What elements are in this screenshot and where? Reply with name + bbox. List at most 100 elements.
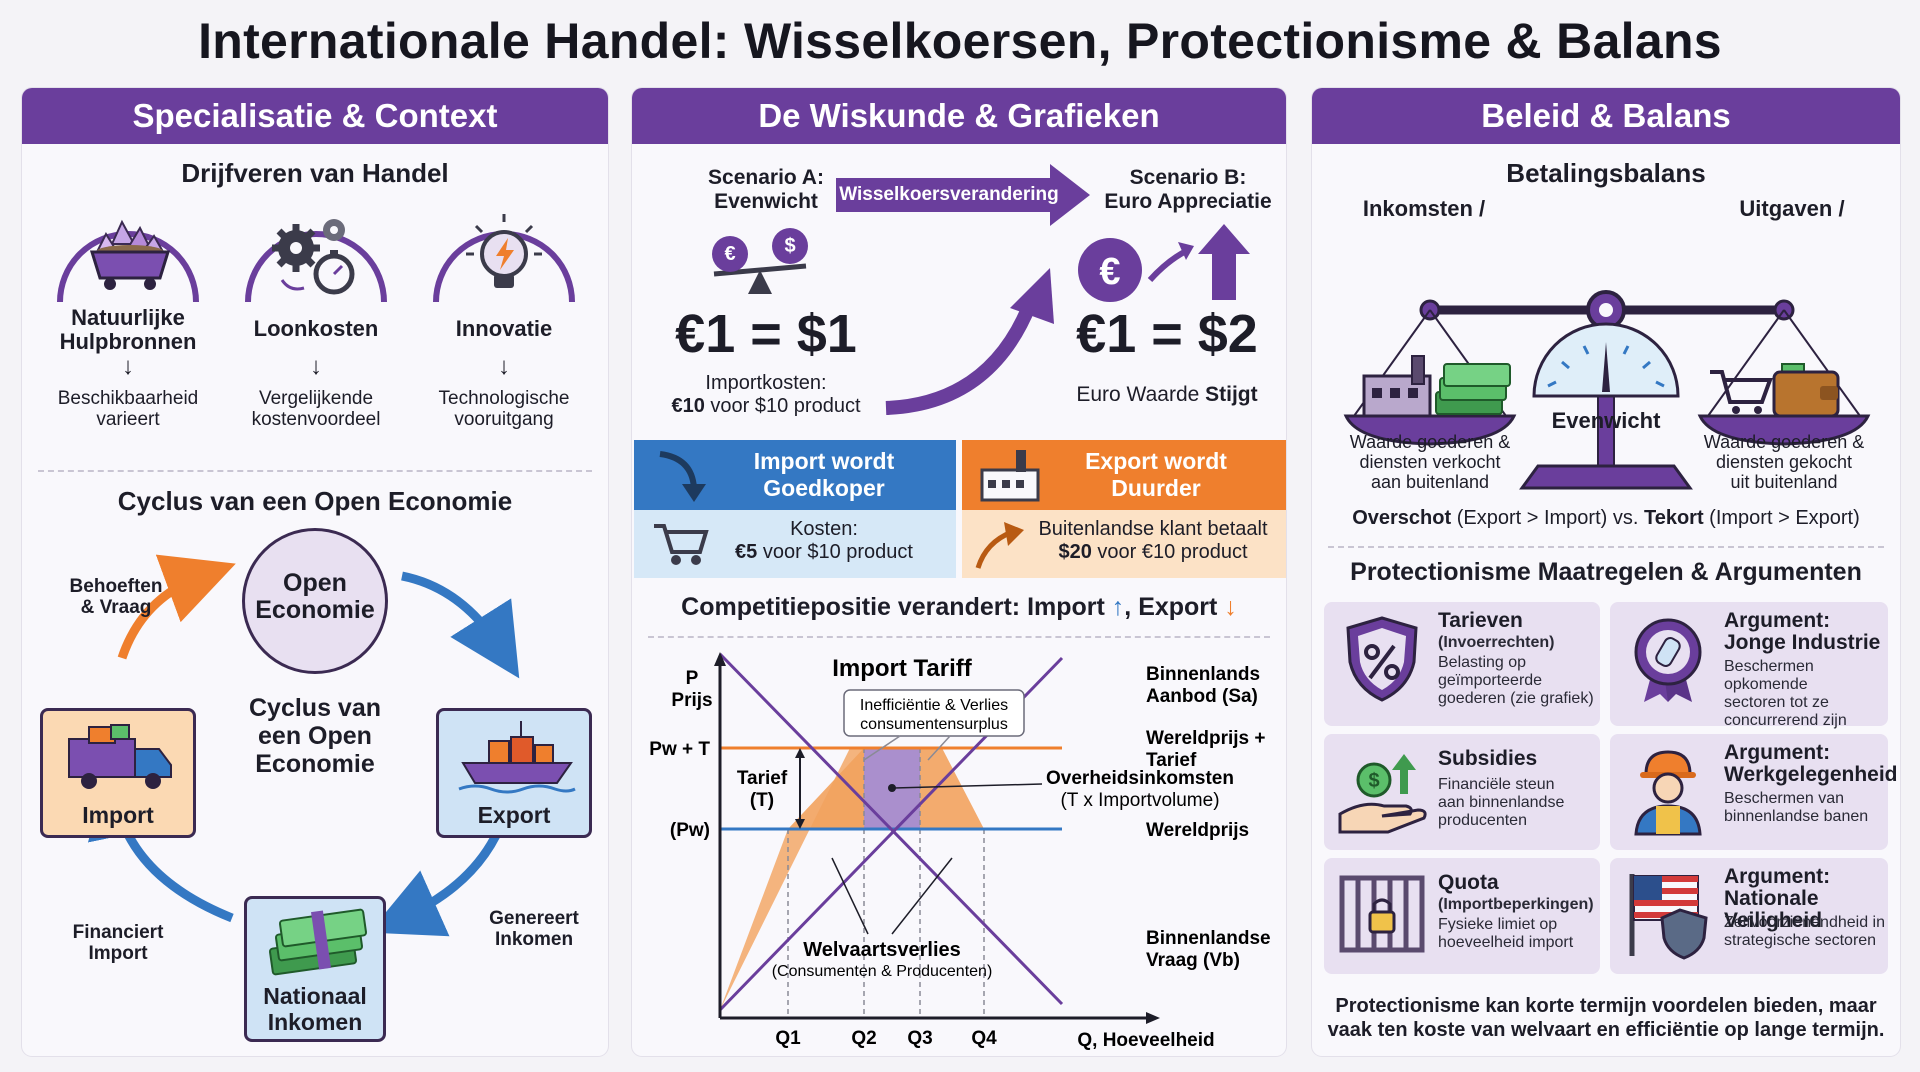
x-axis-label: Q, Hoeveelheid [1077,1030,1214,1051]
euro-value-text: Euro Waarde Stijgt [1076,383,1258,406]
rate-a: €1 = $1 [675,304,857,364]
locked-gate-icon [1339,875,1425,953]
argument-title: Argument:Werkgelegenheid [1724,741,1898,786]
import-node: Import [40,708,196,838]
panel-header-right: Beleid & Balans [1312,88,1900,144]
y-tick-label: Pw + T [649,739,710,760]
dollar-coin-symbol: $ [784,235,796,257]
divider [1328,546,1884,548]
panel-specialisation: Specialisatie & Context Drijfveren van H… [22,88,608,1056]
divider [648,636,1270,638]
competition-text: Competitiepositie verandert: Import ↑, E… [681,593,1237,621]
series-label: Binnenlands [1146,664,1260,685]
income-label: Inkomsten / [1362,196,1486,221]
panel-policy-balance: Beleid & Balans Betalingsbalans Inkomste… [1312,88,1900,1056]
down-arrow-icon: ↓ [122,353,134,380]
revenue-marker [888,784,896,792]
argument-title: Argument:Jonge Industrie [1724,609,1881,654]
down-arrow-icon [659,451,706,502]
panel-header-middle: De Wiskunde & Grafieken [632,88,1286,144]
tariff-label: Tarief [737,768,788,789]
x-tick-label: Q1 [775,1028,801,1049]
open-economy-node [242,528,388,674]
foreign-price: Buitenlandse klant betaalt$20 voor €10 p… [1038,518,1268,563]
factory-icon [980,450,1040,502]
panel-math-graphs: De Wiskunde & Grafieken Scenario A:Evenw… [632,88,1286,1056]
export-node: Export [436,708,592,838]
measure-title: Subsidies [1438,747,1538,770]
rising-arrow-icon [885,268,1054,415]
series-label: Binnenlandse [1146,928,1271,949]
page-title: Internationale Handel: Wisselkoersen, Pr… [198,13,1722,69]
revenue-leader [893,783,1043,789]
x-axis-arrow [1146,1012,1160,1024]
import-cost-text: Importkosten:€10 voor $10 product [671,372,861,417]
series-label: Vraag (Vb) [1146,950,1240,971]
y-axis-arrow [714,652,726,666]
flag-shield-icon [1629,874,1708,960]
inefficiency-label: consumentensurplus [860,716,1008,733]
equilibrium-label: Evenwicht [1551,408,1661,433]
tariff-label: (T) [750,790,774,811]
measure-title: Tarieven [1438,609,1523,632]
inefficiency-label: Inefficiëntie & Verlies [860,697,1008,714]
gears-stopwatch-icon [245,219,387,303]
argument-title: Argument:Nationale Veiligheid [1724,865,1831,932]
shopping-cart-icon [654,524,709,565]
cargo-ship-icon [458,721,576,794]
import-label: Import [82,802,154,828]
cycle-title: Cyclus van een Open Economie [117,486,513,516]
y-tick-label: (Pw) [670,820,710,841]
export-label: Export [477,802,551,828]
argument-card-infant-industry: Argument:Jonge Industrie Beschermen opko… [1610,602,1888,729]
protectionism-conclusion: Protectionisme kan korte termijn voordel… [1327,995,1885,1041]
y-axis-label: Prijs [671,690,712,711]
inefficiency-callout-box [843,689,1025,737]
deadweight-loss-right [920,748,984,829]
factory-icon [1362,355,1432,418]
euro-appreciation-icon [1078,224,1250,302]
award-ribbon-bottle-icon [1634,618,1702,702]
measure-card-quota: Quota (Importbeperkingen) Fysieke limiet… [1324,858,1600,974]
callout-leader [863,735,901,761]
measure-title: Quota [1438,871,1499,894]
down-arrow-icon: ↓ [310,353,322,380]
welfare-leader [831,857,869,935]
up-arrow-icon [975,522,1024,569]
money-stack-icon [1435,363,1511,415]
driver-label: Loonkosten [253,316,379,341]
divider [38,470,592,472]
x-tick-label: Q4 [971,1028,997,1049]
euro-big-symbol: € [1099,251,1121,293]
tariff-bracket-arrow-up [795,748,805,758]
driver-label: Innovatie [455,316,553,341]
rate-b: €1 = $2 [1076,304,1258,364]
demand-curve [718,652,1064,1006]
surplus-deficit-text: Overschot (Export > Import) vs. Tekort (… [1352,507,1860,529]
exchange-change-arrow: Wisselkoersverandering [836,164,1090,226]
welfare-loss-label: Welvaartsverlies [803,939,961,961]
euro-coin-symbol: € [724,243,736,265]
seesaw-currency-icon [712,228,808,294]
deadweight-loss-left [788,748,864,829]
protectionism-title: Protectionisme Maatregelen & Argumenten [1350,558,1862,586]
welfare-leader [891,857,953,935]
series-label: Tarief [1146,750,1197,771]
